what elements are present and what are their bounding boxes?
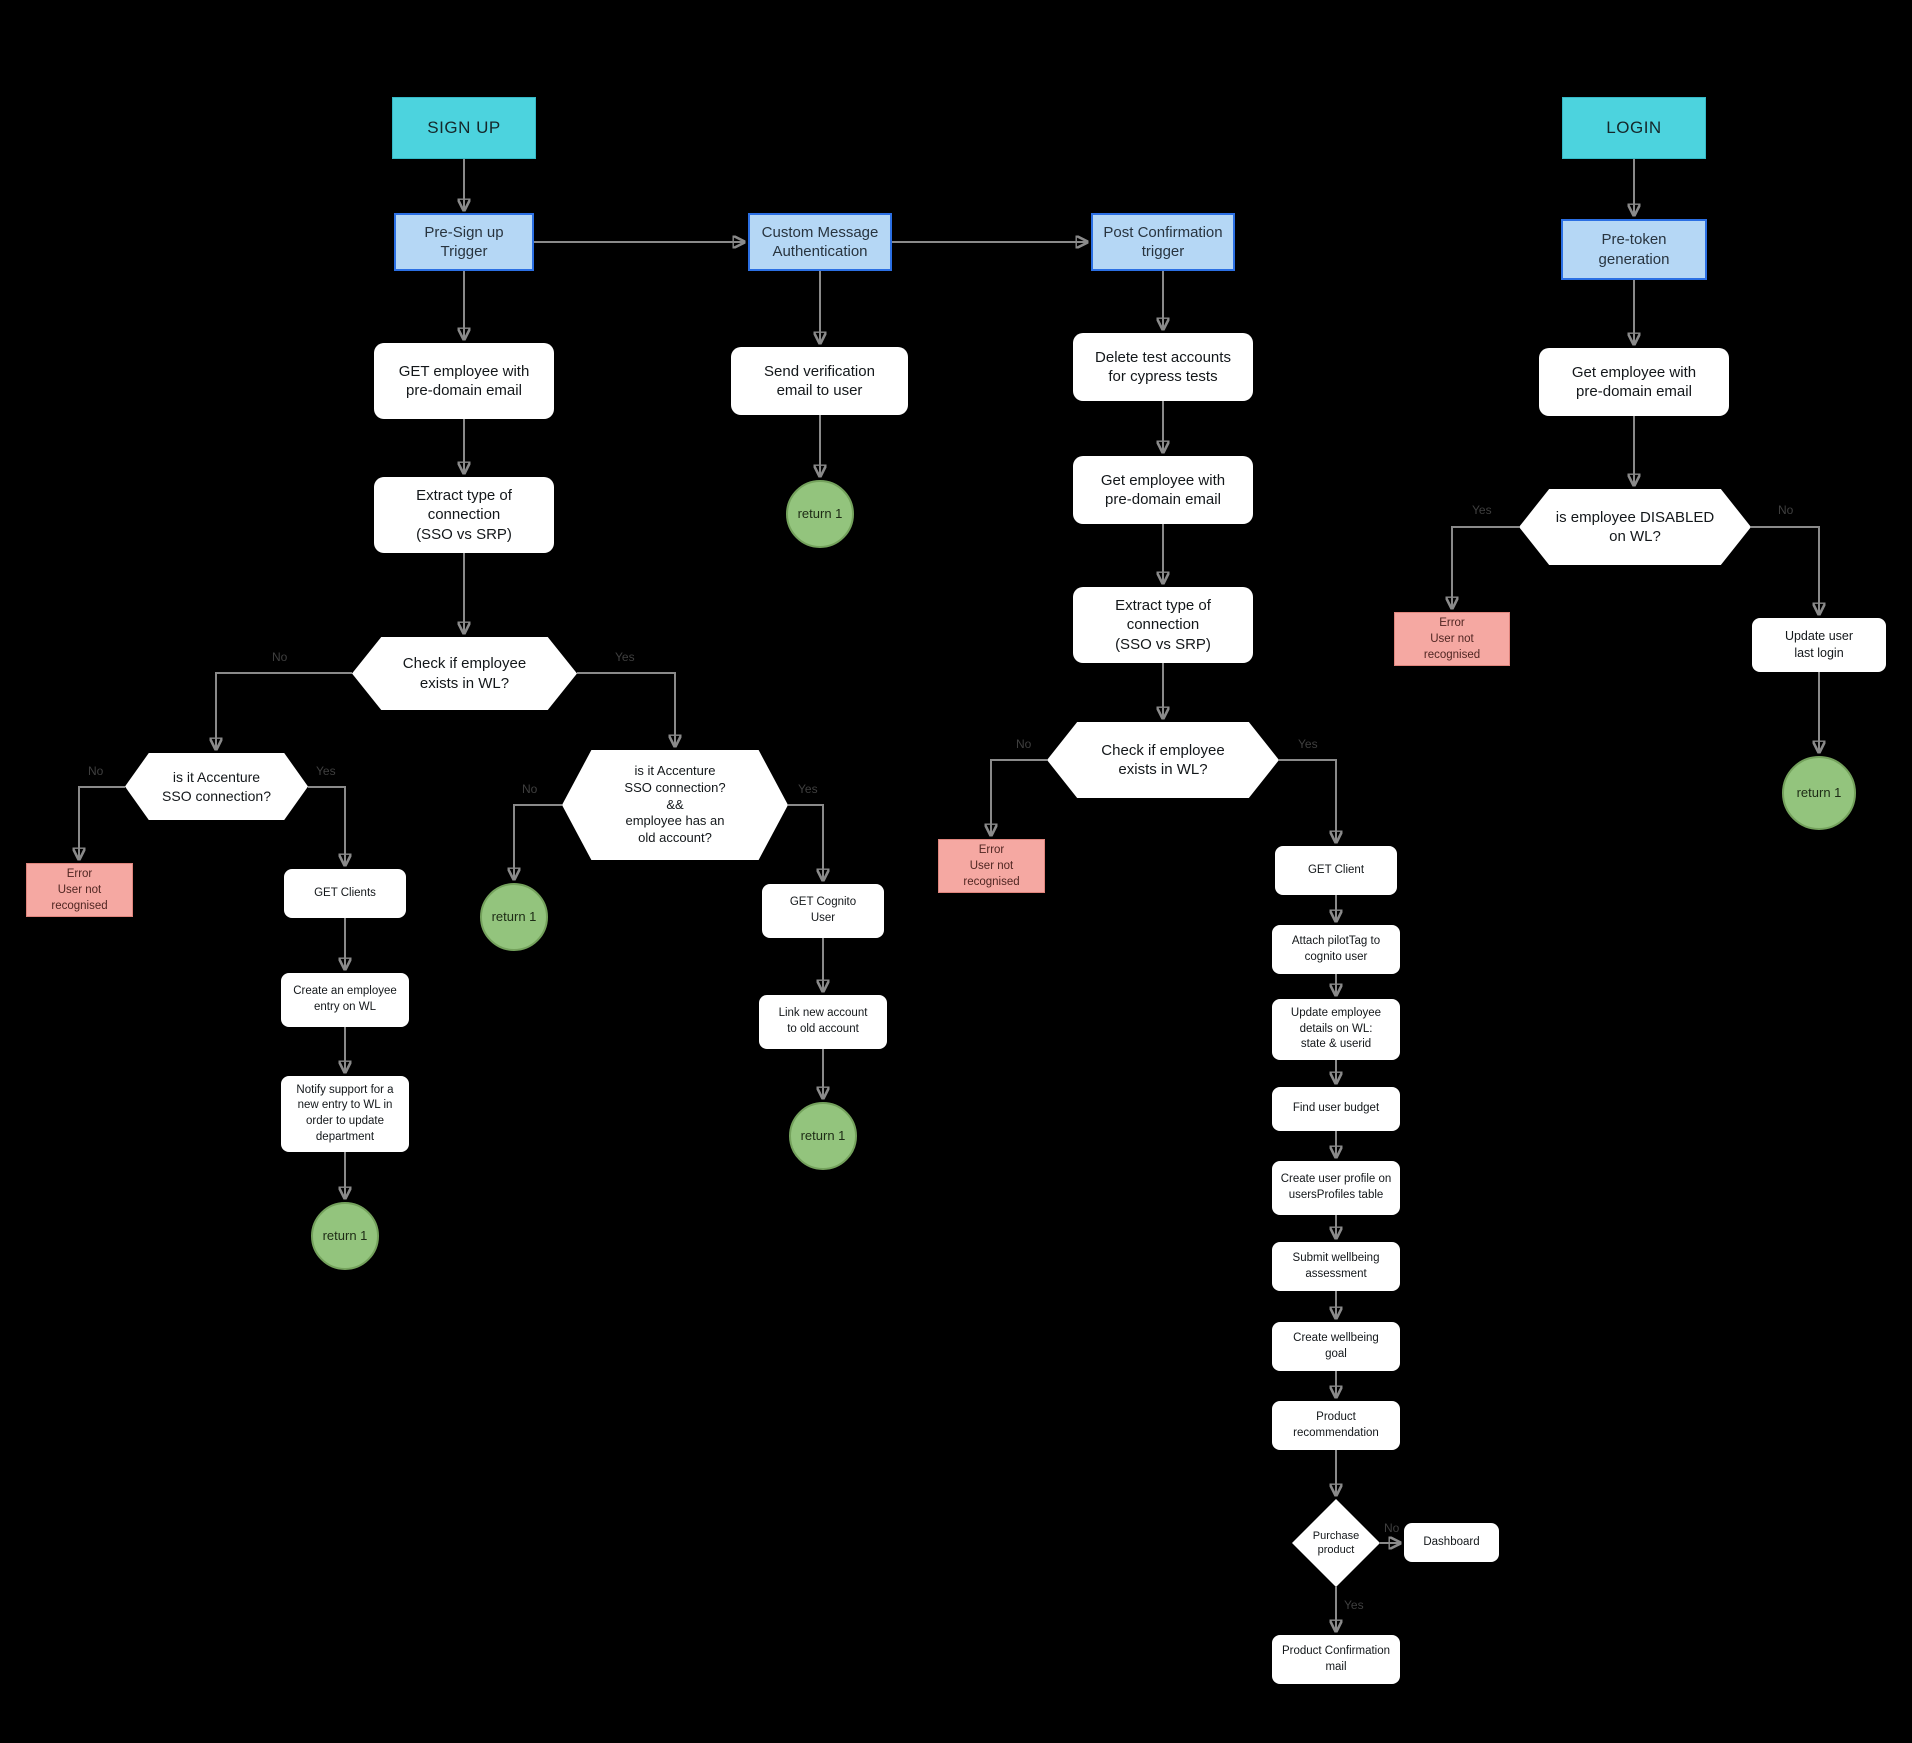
node-update-user-last-login: Update user last login — [1752, 618, 1886, 672]
node-get-clients: GET Clients — [284, 869, 406, 918]
node-create-employee-entry: Create an employee entry on WL — [281, 973, 409, 1027]
node-notify-support: Notify support for a new entry to WL in … — [281, 1076, 409, 1152]
node-post-confirmation-trigger: Post Confirmation trigger — [1091, 213, 1235, 271]
node-return-signup-c: return 1 — [789, 1102, 857, 1170]
node-check-employee-exists-post: Check if employee exists in WL? — [1047, 722, 1279, 798]
edge-label-purchase-yes: Yes — [1344, 1598, 1364, 1612]
node-dashboard: Dashboard — [1404, 1523, 1499, 1562]
edge-label-check-post-no: No — [1016, 737, 1032, 751]
node-return-signup-b: return 1 — [480, 883, 548, 951]
node-product-confirmation-mail: Product Confirmation mail — [1272, 1635, 1400, 1684]
edge-label-sso-yes: Yes — [316, 764, 336, 778]
edge-label-sso-old-no: No — [522, 782, 538, 796]
node-get-client: GET Client — [1275, 846, 1397, 895]
node-is-accenture-sso-old-account: is it Accenture SSO connection? && emplo… — [562, 750, 788, 860]
edge-label-check-post-yes: Yes — [1298, 737, 1318, 751]
edge-sso-getclients — [308, 786, 345, 864]
node-delete-test-accounts: Delete test accounts for cypress tests — [1073, 333, 1253, 401]
node-extract-connection-post: Extract type of connection (SSO vs SRP) — [1073, 587, 1253, 663]
node-product-recommendation: Product recommendation — [1272, 1401, 1400, 1450]
node-get-employee-post: Get employee with pre-domain email — [1073, 456, 1253, 524]
edge-checkexists2-getclient — [1279, 759, 1336, 841]
node-return-signup-a: return 1 — [311, 1202, 379, 1270]
node-return-login: return 1 — [1782, 756, 1856, 830]
edge-isdisabled-updatelogin — [1751, 526, 1819, 613]
node-link-new-account: Link new account to old account — [759, 995, 887, 1049]
node-signup-terminal: SIGN UP — [392, 97, 536, 159]
edge-label-disabled-no: No — [1778, 503, 1794, 517]
node-error-user-not-recognised-login: Error User not recognised — [1394, 612, 1510, 666]
node-error-user-not-recognised-post: Error User not recognised — [938, 839, 1045, 893]
edge-label-check-signup-no: No — [272, 650, 288, 664]
edge-ssoold-return — [514, 804, 562, 878]
edge-label-disabled-yes: Yes — [1472, 503, 1492, 517]
node-update-employee-details: Update employee details on WL: state & u… — [1272, 999, 1400, 1060]
node-is-employee-disabled: is employee DISABLED on WL? — [1519, 489, 1751, 565]
edge-label-purchase-no: No — [1384, 1521, 1400, 1535]
node-check-employee-exists-signup: Check if employee exists in WL? — [352, 637, 577, 710]
node-create-wellbeing-goal: Create wellbeing goal — [1272, 1322, 1400, 1371]
node-get-employee-login: Get employee with pre-domain email — [1539, 348, 1729, 416]
node-send-verification-email: Send verification email to user — [731, 347, 908, 415]
node-attach-pilottag: Attach pilotTag to cognito user — [1272, 925, 1400, 974]
edge-label-sso-no: No — [88, 764, 104, 778]
node-error-user-not-recognised-signup: Error User not recognised — [26, 863, 133, 917]
node-custom-message-authentication: Custom Message Authentication — [748, 213, 892, 271]
node-get-cognito-user: GET Cognito User — [762, 884, 884, 938]
node-is-accenture-sso: is it Accenture SSO connection? — [125, 753, 308, 820]
node-return-custom-message: return 1 — [786, 480, 854, 548]
edge-checkexists-ssooldquestion — [577, 672, 675, 745]
edge-checkexists-ssoquestion — [216, 672, 352, 748]
node-extract-connection-signup: Extract type of connection (SSO vs SRP) — [374, 477, 554, 553]
edge-label-sso-old-yes: Yes — [798, 782, 818, 796]
node-login-terminal: LOGIN — [1562, 97, 1706, 159]
edge-isdisabled-error — [1452, 526, 1519, 607]
node-submit-wellbeing-assessment: Submit wellbeing assessment — [1272, 1242, 1400, 1291]
node-pretoken-generation: Pre-token generation — [1561, 219, 1707, 280]
node-create-user-profile: Create user profile on usersProfiles tab… — [1272, 1161, 1400, 1215]
edge-sso-error — [79, 786, 125, 858]
node-get-employee-signup: GET employee with pre-domain email — [374, 343, 554, 419]
node-find-user-budget: Find user budget — [1272, 1087, 1400, 1131]
edge-label-check-signup-yes: Yes — [615, 650, 635, 664]
edge-checkexists2-error — [991, 759, 1047, 834]
node-presignup-trigger: Pre-Sign up Trigger — [394, 213, 534, 271]
edge-ssoold-getcognito — [788, 804, 823, 879]
